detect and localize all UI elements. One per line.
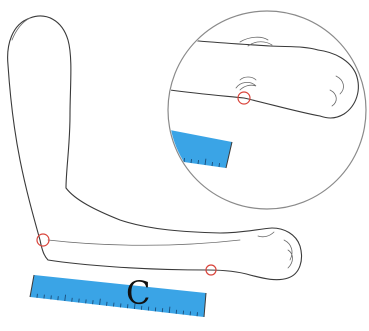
- inset-tape-tick: [191, 159, 192, 163]
- tape-body: [30, 275, 206, 317]
- upper-arm-back-contour: [8, 16, 71, 240]
- inset-detail: [168, 11, 366, 209]
- inset-border: [168, 11, 366, 209]
- thumb-line: [258, 232, 274, 237]
- measurement-label: C: [126, 274, 150, 312]
- elbow-marker: [37, 234, 49, 246]
- inset-tape-tick: [177, 157, 178, 161]
- inset-tape-tick: [198, 160, 199, 164]
- forearm-upper-contour: [48, 240, 240, 245]
- fist-knuckle-lines: [284, 240, 293, 268]
- inset-tape-tick: [212, 162, 213, 166]
- inset-tape-tick: [184, 158, 185, 162]
- shoulder-stroke: [12, 18, 30, 40]
- inset-tape-tick: [219, 163, 220, 167]
- measuring-tape: C: [30, 274, 206, 317]
